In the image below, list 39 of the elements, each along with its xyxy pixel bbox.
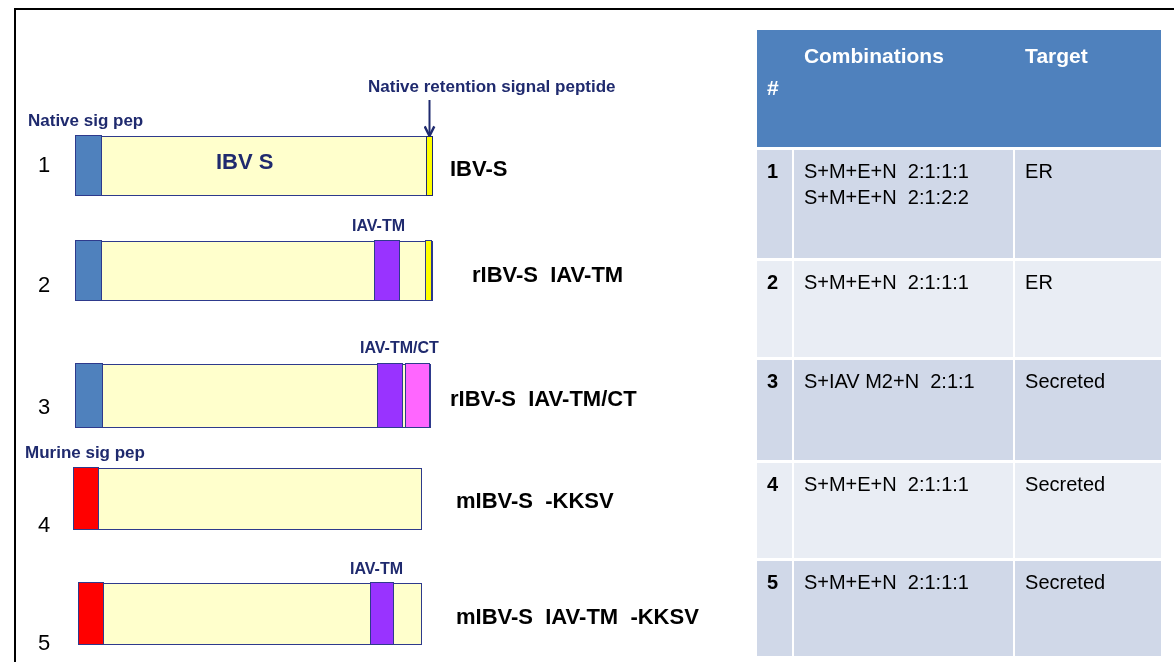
construct-number: 5 [38, 629, 51, 657]
table-cell: 3 [757, 360, 792, 460]
table-cell: S+M+E+N 2:1:1:1 [793, 261, 1014, 357]
table-cell: 1 [757, 150, 792, 258]
table-cell: 5 [757, 561, 792, 656]
table-cell: S+M+E+N 2:1:1:1 [793, 463, 1014, 558]
construct-name: rIBV-S IAV-TM [472, 261, 624, 289]
construct-number: 3 [38, 393, 51, 421]
annotation-text: Native sig pep [28, 110, 144, 132]
table-cell: ER [1015, 150, 1161, 258]
construct-name: mIBV-S IAV-TM -KKSV [456, 603, 699, 631]
construct-name: mIBV-S -KKSV [456, 487, 614, 515]
table-cell: Secreted [1015, 561, 1161, 656]
leader-arrow [423, 99, 436, 138]
domain-label: IAV-TM [352, 216, 406, 236]
domain-label: IAV-TM/CT [360, 338, 439, 358]
protein-construct-bar [78, 583, 422, 645]
table-cell: S+M+E+N 2:1:1:1 [793, 561, 1014, 656]
retention-signal-segment [426, 136, 433, 196]
table-cell: Secreted [1015, 360, 1161, 460]
domain-label: IBV S [216, 148, 274, 176]
table-cell: S+IAV M2+N 2:1:1 [793, 360, 1014, 460]
construct-name: rIBV-S IAV-TM/CT [450, 385, 637, 413]
annotation-text: Native retention signal peptide [368, 74, 616, 100]
annotation-text: Murine sig pep [25, 442, 145, 464]
table-cell: 2 [757, 261, 792, 357]
table-cell: ER [1015, 261, 1161, 357]
protein-construct-bar [75, 364, 431, 428]
construct-number: 1 [38, 151, 51, 179]
table-cell: S+M+E+N 2:1:1:1 S+M+E+N 2:1:2:2 [793, 150, 1014, 258]
domain-label: IAV-TM [350, 559, 404, 579]
table-cell: 4 [757, 463, 792, 558]
construct-name: IBV-S [450, 155, 508, 183]
construct-number: 2 [38, 271, 51, 299]
protein-construct-bar [75, 136, 433, 196]
protein-construct-bar [75, 241, 433, 301]
protein-construct-bar [73, 468, 422, 530]
table-cell: Secreted [1015, 463, 1161, 558]
construct-number: 4 [38, 511, 51, 539]
